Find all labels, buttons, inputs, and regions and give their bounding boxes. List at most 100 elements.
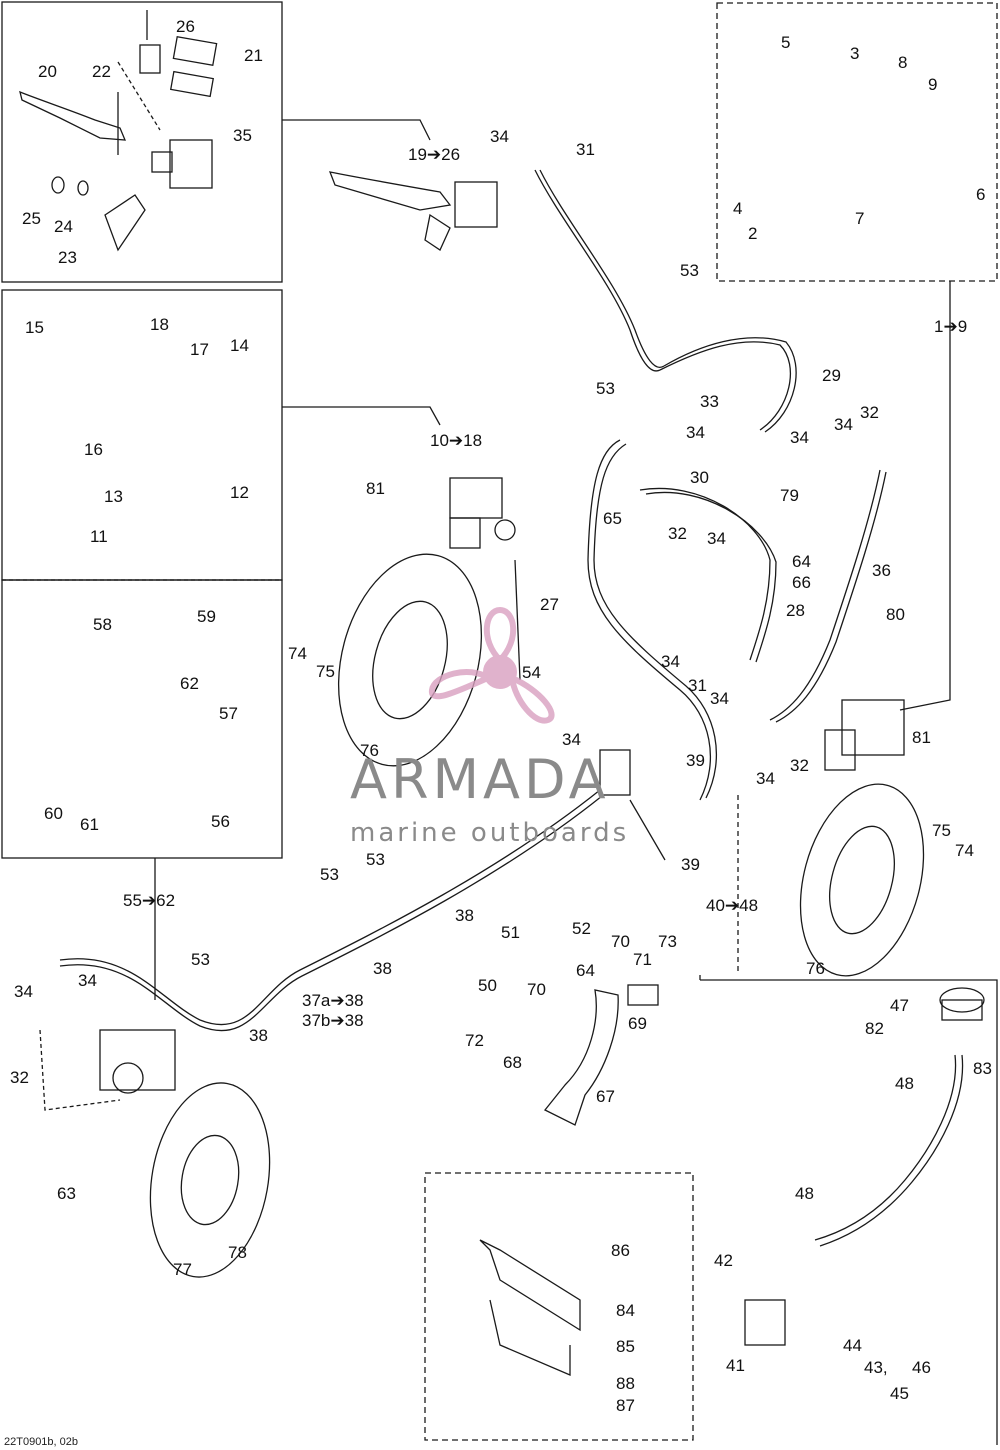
callout-38: 38 [373,959,392,978]
callout-87: 87 [616,1396,635,1415]
callout-83: 83 [973,1059,992,1078]
callout-22: 22 [92,62,111,81]
callout-7: 7 [855,209,865,228]
callout-64: 64 [792,552,811,571]
callout-3: 3 [850,44,860,63]
callout-52: 52 [572,919,591,938]
callout-18: 18 [150,315,169,334]
callout-54: 54 [522,663,541,682]
callout-35: 35 [233,126,252,145]
callout-55-62: 55➔62 [123,891,176,910]
callout-1-9: 1➔9 [934,317,968,336]
callout-24: 24 [54,217,73,236]
callout-51: 51 [501,923,520,942]
callout-60: 60 [44,804,63,823]
callout-64: 64 [576,961,595,980]
callout-45: 45 [890,1384,909,1403]
callout-73: 73 [658,932,677,951]
callout-76: 76 [360,741,379,760]
callout-82: 82 [865,1019,884,1038]
callout-36: 36 [872,561,891,580]
callout-37a-38: 37a➔38 [302,991,364,1010]
box-caliper-a [1,289,283,581]
callout-68: 68 [503,1053,522,1072]
callout-85: 85 [616,1337,635,1356]
callout-34: 34 [686,423,705,442]
callout-4: 4 [733,199,743,218]
callout-65: 65 [603,509,622,528]
box-caliper-top-right [716,2,998,282]
callout-53: 53 [191,950,210,969]
diagram-code: 22T0901b, 02b [4,1436,79,1448]
callout-23: 23 [58,248,77,267]
callout-33: 33 [700,392,719,411]
callout-56: 56 [211,812,230,831]
callout-48: 48 [895,1074,914,1093]
callout-34: 34 [790,428,809,447]
watermark-brand: ARMADA [350,748,610,811]
callout-21: 21 [244,46,263,65]
callout-42: 42 [714,1251,733,1270]
callout-38: 38 [249,1026,268,1045]
callout-74: 74 [955,841,974,860]
callout-62: 62 [180,674,199,693]
callout-69: 69 [628,1014,647,1033]
callout-34: 34 [490,127,509,146]
callout-8: 8 [898,53,908,72]
callout-39: 39 [686,751,705,770]
callout-32: 32 [860,403,879,422]
callout-70: 70 [611,932,630,951]
callout-20: 20 [38,62,57,81]
callout-12: 12 [230,483,249,502]
disc-78 [149,1082,271,1278]
callout-34: 34 [562,730,581,749]
callout-32: 32 [668,524,687,543]
disc-76-left [337,553,483,767]
callout-34: 34 [710,689,729,708]
callout-13: 13 [104,487,123,506]
callout-34: 34 [661,652,680,671]
callout-53: 53 [366,850,385,869]
callout-46: 46 [912,1358,931,1377]
callout-16: 16 [84,440,103,459]
callout-72: 72 [465,1031,484,1050]
callout-76: 76 [806,959,825,978]
callout-61: 61 [80,815,99,834]
callout-40-48: 40➔48 [706,896,759,915]
callout-41: 41 [726,1356,745,1375]
box-front-master-cylinder [1,1,283,283]
callout-19-26: 19➔26 [408,145,461,164]
callout-9: 9 [928,75,938,94]
callout-17: 17 [190,340,209,359]
callout-27: 27 [540,595,559,614]
callout-53: 53 [596,379,615,398]
callout-79: 79 [780,486,799,505]
callout-63: 63 [57,1184,76,1203]
callout-30: 30 [690,468,709,487]
callout-78: 78 [228,1243,247,1262]
callout-37b-38: 37b➔38 [302,1011,364,1030]
callout-75: 75 [932,821,951,840]
callout-25: 25 [22,209,41,228]
callout-34: 34 [834,415,853,434]
callout-71: 71 [633,950,652,969]
callout-88: 88 [616,1374,635,1393]
callout-53: 53 [320,865,339,884]
callout-34: 34 [707,529,726,548]
callout-66: 66 [792,573,811,592]
callout-86: 86 [611,1241,630,1260]
callout-34: 34 [756,769,775,788]
callout-84: 84 [616,1301,635,1320]
callout-59: 59 [197,607,216,626]
callout-74: 74 [288,644,307,663]
callout-81: 81 [912,728,931,747]
callout-43: 43, [864,1358,888,1377]
callout-26: 26 [176,17,195,36]
callout-28: 28 [786,601,805,620]
callout-31: 31 [576,140,595,159]
callout-77: 77 [173,1260,192,1279]
callout-80: 80 [886,605,905,624]
callout-50: 50 [478,976,497,995]
callout-57: 57 [219,704,238,723]
